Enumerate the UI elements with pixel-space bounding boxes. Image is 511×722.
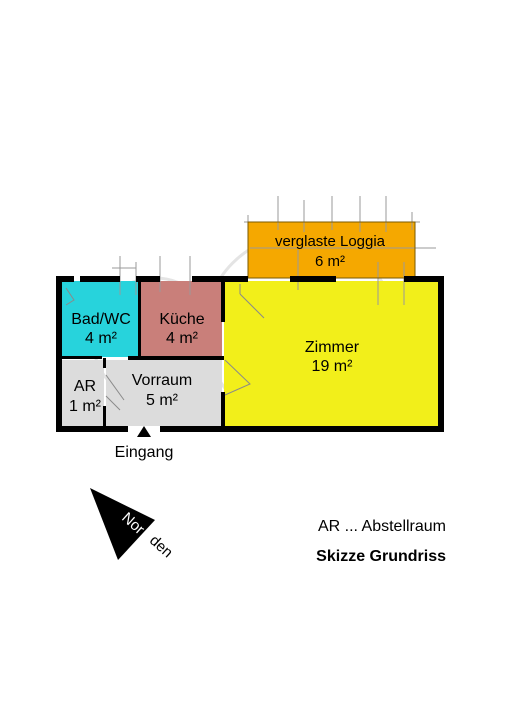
ar-name: AR [74, 378, 96, 395]
loggia-name: verglaste Loggia [275, 233, 386, 250]
kueche-name: Küche [159, 311, 204, 328]
bad-area: 4 m² [85, 330, 118, 347]
legend-abbreviation: AR ... Abstellraum [317, 518, 446, 535]
room-bad [62, 281, 139, 357]
zimmer-area: 19 m² [312, 358, 354, 375]
bad-name: Bad/WC [71, 311, 131, 328]
room-vorraum [106, 360, 222, 426]
zimmer-name: Zimmer [305, 339, 360, 356]
north-compass: Nor den [90, 488, 176, 561]
vorraum-area: 5 m² [146, 392, 179, 409]
plan-title: Skizze Grundriss [316, 548, 446, 565]
kueche-area: 4 m² [166, 330, 199, 347]
loggia-area: 6 m² [315, 253, 345, 270]
room-zimmer [224, 281, 438, 426]
entrance-arrow [137, 426, 151, 437]
entrance-label: Eingang [114, 444, 174, 461]
compass-arrow-icon [90, 488, 155, 560]
room-kueche [141, 281, 222, 357]
vorraum-name: Vorraum [132, 372, 192, 389]
ar-area: 1 m² [69, 398, 102, 415]
room-ar [62, 360, 104, 426]
compass-label-part2: den [146, 532, 176, 561]
walls [56, 276, 444, 432]
doors [65, 284, 265, 411]
room-loggia [248, 222, 415, 278]
